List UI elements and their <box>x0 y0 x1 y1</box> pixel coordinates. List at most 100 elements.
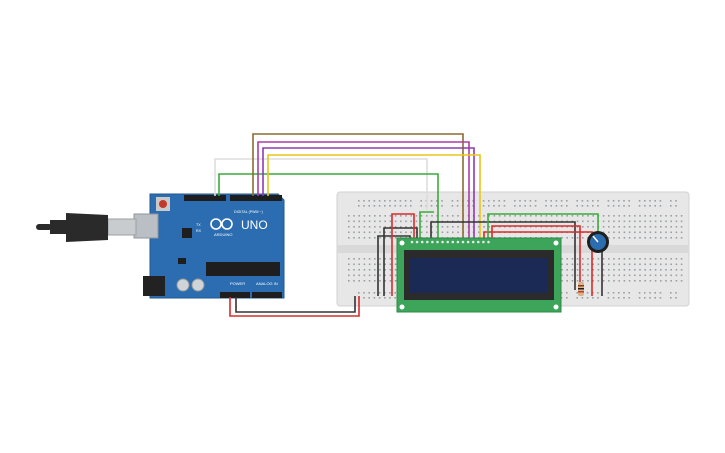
usb-plug-housing <box>66 213 108 242</box>
breadboard-hole <box>363 226 366 228</box>
breadboard-hole <box>441 205 443 207</box>
breadboard-hole <box>389 215 392 217</box>
breadboard-hole <box>638 297 641 299</box>
breadboard-hole <box>394 297 396 299</box>
breadboard-hole <box>404 200 407 202</box>
lcd-pin <box>471 240 475 244</box>
wire-green-pot[interactable] <box>487 213 599 240</box>
breadboard-hole <box>519 200 521 202</box>
breadboard-hole <box>389 205 391 207</box>
breadboard-hole <box>384 263 386 266</box>
wire-red-resistor[interactable] <box>491 225 581 282</box>
breadboard-hole <box>581 205 584 207</box>
breadboard-hole <box>602 215 605 217</box>
breadboard-hole <box>561 237 563 239</box>
lcd-pin <box>410 240 414 244</box>
breadboard-hole <box>493 200 495 202</box>
wire-black-right[interactable] <box>430 221 576 290</box>
breadboard-hole <box>452 226 454 228</box>
breadboard-hole <box>498 200 500 202</box>
reset-button-cap[interactable] <box>159 200 167 208</box>
breadboard-hole <box>597 297 599 299</box>
breadboard-hole <box>374 269 376 271</box>
breadboard-hole <box>358 231 360 234</box>
breadboard-hole <box>607 205 610 207</box>
wire-yellow[interactable] <box>267 154 481 240</box>
breadboard-hole <box>524 205 526 207</box>
lcd-pin <box>456 240 460 244</box>
breadboard-hole <box>358 200 360 202</box>
breadboard-hole <box>550 215 553 217</box>
breadboard-hole <box>602 280 605 282</box>
wire-brown[interactable] <box>252 133 464 240</box>
wire-red-right[interactable] <box>483 231 593 296</box>
breadboard-hole <box>623 297 625 299</box>
breadboard-hole <box>587 274 589 277</box>
breadboard-hole <box>608 226 610 228</box>
breadboard-hole <box>576 274 579 277</box>
breadboard-hole <box>498 205 500 207</box>
arduino-board[interactable]: UNO ARDUINO DIGITAL (PWM ~) POWER ANALOG… <box>133 193 285 299</box>
breadboard-hole <box>488 200 490 202</box>
breadboard-hole <box>457 231 459 234</box>
breadboard-hole <box>384 200 386 202</box>
breadboard-hole <box>639 258 641 260</box>
wire-white[interactable] <box>214 158 428 210</box>
potentiometer[interactable] <box>587 231 609 253</box>
breadboard-hole <box>358 258 360 260</box>
breadboard-hole <box>613 220 615 223</box>
breadboard-hole <box>597 292 599 294</box>
breadboard-hole <box>394 237 397 239</box>
breadboard-hole <box>566 205 568 207</box>
breadboard-hole <box>353 263 355 266</box>
breadboard-hole <box>618 269 620 271</box>
breadboard-hole <box>670 237 672 239</box>
breadboard-hole <box>660 220 662 223</box>
wire-red-power[interactable] <box>229 296 360 317</box>
wire-purple[interactable] <box>262 147 475 240</box>
lcd-16x2[interactable] <box>396 237 562 313</box>
breadboard-hole <box>514 205 516 207</box>
breadboard-hole <box>379 263 381 266</box>
digital-header-right <box>230 195 282 201</box>
breadboard-hole <box>587 220 589 223</box>
wire-red-lcd[interactable] <box>391 213 415 296</box>
breadboard-hole <box>680 215 683 217</box>
breadboard-hole <box>628 231 631 234</box>
breadboard-hole <box>363 231 366 234</box>
breadboard-hole <box>644 200 646 202</box>
breadboard-hole <box>628 205 630 207</box>
capacitor-2 <box>191 278 205 292</box>
wire-green-top[interactable] <box>218 173 439 238</box>
breadboard-hole <box>675 200 677 202</box>
breadboard-hole <box>389 263 392 266</box>
microcontroller-chip <box>206 262 280 276</box>
wire-black-lcd-2[interactable] <box>383 227 418 296</box>
wire-black-gnd[interactable] <box>235 296 356 313</box>
wire-magenta[interactable] <box>257 141 470 240</box>
breadboard-hole <box>378 292 381 294</box>
breadboard-hole <box>482 205 485 207</box>
breadboard-hole <box>680 280 683 282</box>
wire-green-lcd[interactable] <box>419 211 434 240</box>
breadboard-hole <box>400 231 402 234</box>
breadboard-hole <box>623 258 626 260</box>
breadboard-hole <box>680 269 683 271</box>
breadboard-hole <box>649 237 652 239</box>
breadboard-hole <box>358 205 360 207</box>
usb-cable[interactable] <box>36 213 137 242</box>
breadboard-hole <box>561 258 563 260</box>
breadboard-hole <box>618 215 620 217</box>
breadboard-hole <box>529 200 532 202</box>
breadboard-hole <box>389 269 392 271</box>
resistor[interactable] <box>578 282 584 296</box>
breadboard-hole <box>675 258 678 260</box>
breadboard-hole <box>675 292 677 294</box>
breadboard-hole <box>638 205 641 207</box>
breadboard-hole <box>379 269 381 271</box>
breadboard-hole <box>670 297 672 299</box>
breadboard-hole <box>628 215 631 217</box>
breadboard-hole <box>441 215 444 217</box>
lcd-pin <box>420 240 424 244</box>
breadboard-hole <box>608 274 610 277</box>
